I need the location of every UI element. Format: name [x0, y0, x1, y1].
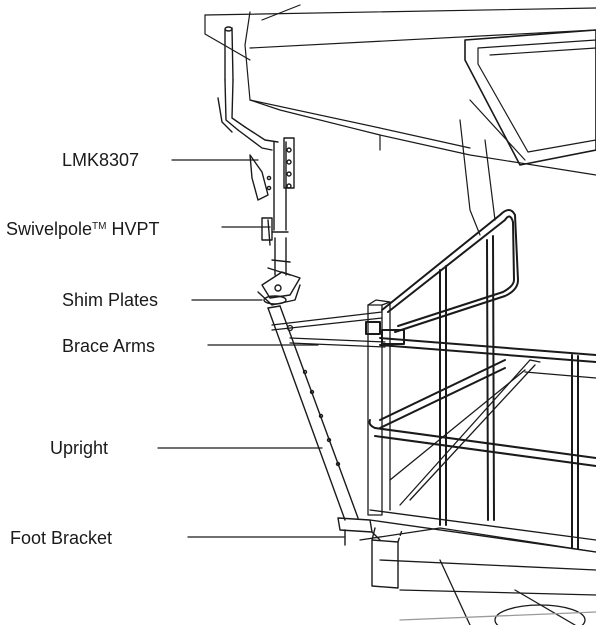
callout-lmk8307: LMK8307: [62, 150, 140, 170]
trademark-mark: TM: [92, 221, 107, 232]
callout-swivelpole: SwivelpoleTM HVPT: [6, 217, 160, 239]
callout-swivelpole-name: Swivelpole: [6, 219, 93, 239]
guardrail: [365, 209, 596, 550]
shim-plates: [257, 267, 301, 306]
foot-bracket: [337, 517, 403, 589]
swivelpole-hvpt: [261, 217, 291, 276]
callout-brace-arms: Brace Arms: [62, 336, 156, 356]
leader-lines: [157, 159, 345, 538]
platform-deck: [359, 299, 596, 625]
callout-upright: Upright: [50, 438, 109, 458]
callout-shim-plates: Shim Plates: [62, 290, 159, 310]
mast-lmk8307: [217, 26, 295, 231]
canopy: [204, 4, 596, 236]
callout-swivelpole-model: HVPT: [106, 219, 160, 239]
brace-arms: [271, 311, 386, 348]
upright: [267, 305, 359, 521]
callout-foot-bracket: Foot Bracket: [10, 528, 113, 548]
